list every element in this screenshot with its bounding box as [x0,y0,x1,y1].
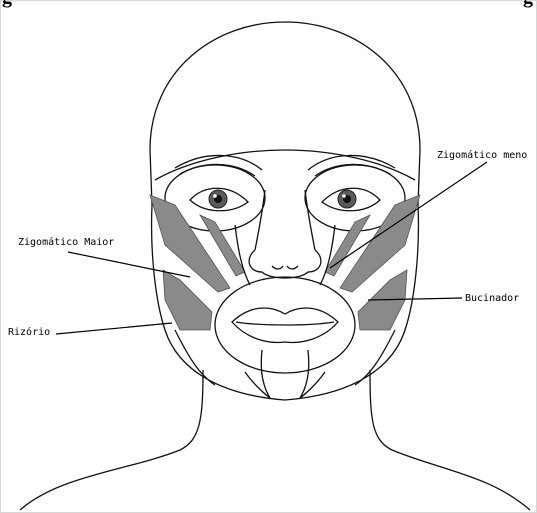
right-eye [322,188,380,211]
leader-zigomatico-menor [330,162,487,268]
neck-shoulders [20,370,530,510]
label-bucinador: Bucinador [465,293,519,304]
leader-zigomatico-maior [68,252,190,277]
eye-sockets [165,165,405,231]
mouth-region [215,277,355,398]
head-outline [150,22,420,400]
cheek-contours [175,225,395,385]
left-eye [190,188,248,211]
label-zigomatico-maior: Zigomático Maior [18,236,114,248]
nose [249,190,321,278]
label-zigomatico-menor: Zigomático meno [437,149,527,161]
label-risorio: Rizório [8,326,50,338]
leader-risorio [56,323,172,334]
forehead-curve [155,150,415,180]
muscles [150,195,420,330]
